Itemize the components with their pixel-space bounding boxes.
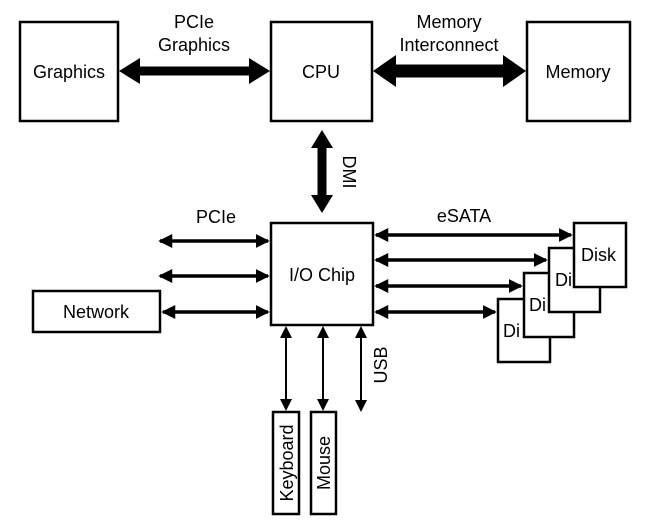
io-chip-box: I/O Chip xyxy=(269,221,375,327)
disk-label: Di xyxy=(529,295,546,315)
dmi-label: DMI xyxy=(339,156,359,189)
disk-label: Disk xyxy=(581,245,617,265)
graphics-box: Graphics xyxy=(18,20,120,123)
keyboard-label: Keyboard xyxy=(277,424,297,501)
graphics-label: Graphics xyxy=(33,62,105,82)
mouse-box: Mouse xyxy=(309,410,338,516)
memory-interconnect-label-2: Interconnect xyxy=(399,35,498,55)
cpu-box: CPU xyxy=(269,20,374,123)
disk-label: Di xyxy=(503,321,520,341)
keyboard-box: Keyboard xyxy=(271,410,301,516)
esata-arrows xyxy=(374,228,573,319)
pcie-graphics-label-1: PCIe xyxy=(174,12,214,32)
memory-interconnect-arrow xyxy=(373,55,526,87)
usb-label: USB xyxy=(371,346,391,383)
pcie-graphics-label-2: Graphics xyxy=(158,35,230,55)
disk-1: Disk xyxy=(572,221,628,289)
pcie-label: PCIe xyxy=(196,207,236,227)
io-chip-label: I/O Chip xyxy=(289,265,355,285)
esata-label: eSATA xyxy=(437,206,491,226)
network-label: Network xyxy=(63,302,130,322)
memory-label: Memory xyxy=(545,62,610,82)
pcie-graphics-arrow xyxy=(119,58,270,84)
memory-interconnect-label-1: Memory xyxy=(416,12,481,32)
bottom-arrows xyxy=(280,326,367,412)
disk-label: Di xyxy=(555,270,572,290)
cpu-label: CPU xyxy=(302,62,340,82)
pcie-arrows xyxy=(158,234,270,319)
dmi-arrow xyxy=(311,130,333,213)
network-box: Network xyxy=(31,289,162,334)
mouse-label: Mouse xyxy=(314,436,334,490)
memory-box: Memory xyxy=(525,20,632,123)
